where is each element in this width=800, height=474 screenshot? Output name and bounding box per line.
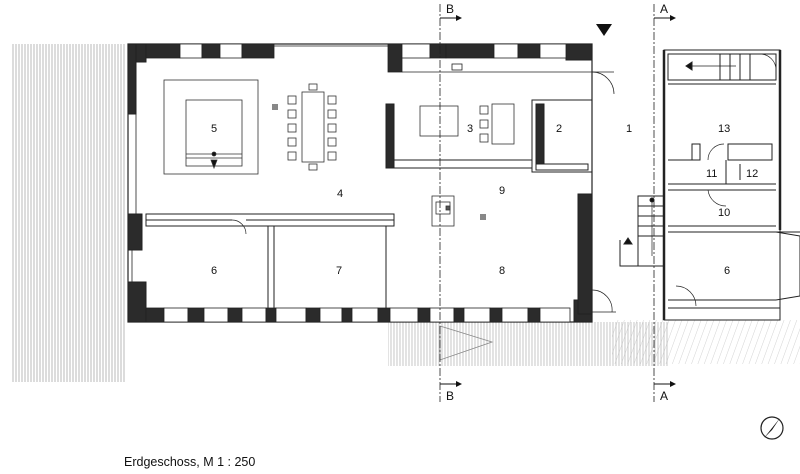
room-label: 7: [336, 265, 342, 277]
furniture: [163, 79, 515, 227]
right-annex: [619, 49, 800, 321]
room-label: 11: [706, 168, 717, 180]
room-label: 13: [718, 123, 730, 135]
section-arrows: [440, 15, 676, 387]
top-facade-windows: [145, 43, 592, 73]
room-label: 6: [724, 265, 730, 277]
room-label: 4: [337, 188, 343, 200]
section-label-b-top: B: [446, 2, 454, 16]
room-label: 8: [499, 265, 505, 277]
section-label-a-bottom: A: [660, 389, 668, 403]
bottom-facade-windows: [145, 307, 571, 323]
room-label: 10: [718, 207, 730, 219]
room-label: 1: [626, 123, 632, 135]
room-label: 3: [467, 123, 473, 135]
interior-walls: [145, 71, 616, 313]
north-arrow-icon: [760, 416, 784, 440]
section-label-b-bottom: B: [446, 389, 454, 403]
entrance-arrow-icon: [596, 24, 612, 36]
room-label: 5: [211, 123, 217, 135]
section-lines: [439, 4, 655, 402]
room-label: 9: [499, 185, 505, 197]
room-label: 12: [746, 168, 758, 180]
section-label-a-top: A: [660, 2, 668, 16]
room-label: 2: [556, 123, 562, 135]
room-label: 6: [211, 265, 217, 277]
terrain-hatching: [12, 44, 800, 382]
room-labels: 1 2 3 4 5 6 6 7 8 9 10 11 12 13: [211, 123, 758, 277]
left-facade-windows: [131, 114, 137, 282]
plan-caption: Erdgeschoss, M 1 : 250: [124, 455, 256, 469]
